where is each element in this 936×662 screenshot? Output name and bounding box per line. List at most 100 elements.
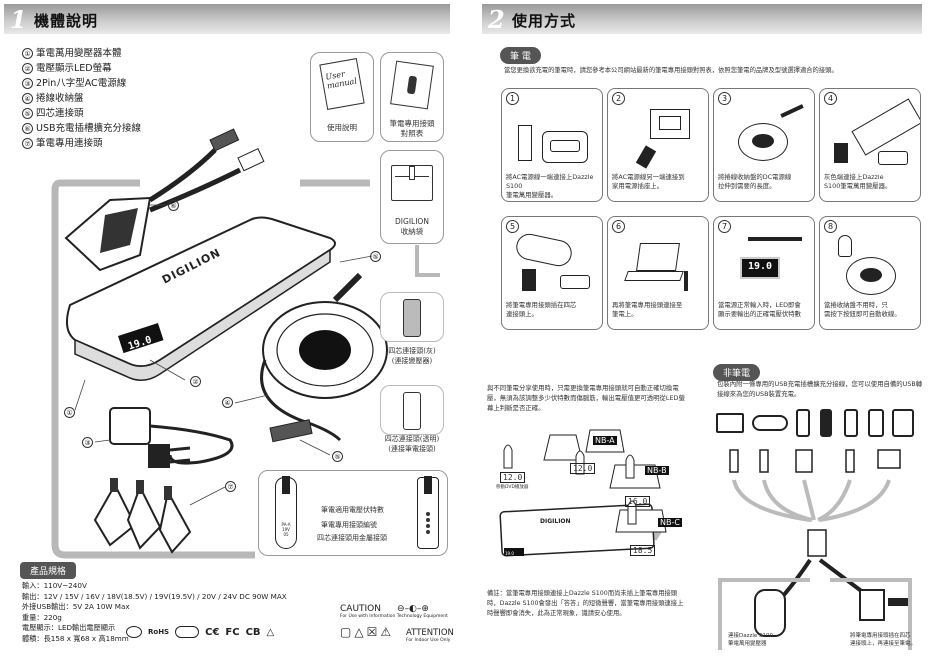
notebook-pill: 筆 電: [500, 47, 541, 64]
callout-1: ①: [64, 407, 75, 418]
step-8-illustration: [824, 235, 916, 299]
callout-7: ⑦: [225, 481, 236, 492]
led-display: [117, 323, 164, 354]
step-7-illustration: 19.0: [718, 235, 810, 299]
step-1-illustration: [506, 107, 598, 171]
tablet-icon: [892, 409, 914, 437]
cert-ce-icon: C€: [205, 626, 220, 638]
polarity-icon: ⊖–◐–⊕: [397, 604, 429, 614]
spec-item: 電壓顯示：LED輸出電壓顯示: [22, 623, 116, 632]
right-section-title: 使用方式: [512, 12, 577, 30]
caution-sub: For Use with Information Technology Equi…: [340, 614, 448, 619]
attention-sub: For Indoor Use Only: [406, 638, 451, 643]
nb-label-c: NB-C: [658, 518, 682, 527]
step-4-illustration: [824, 98, 920, 171]
step-3-illustration: [718, 104, 810, 171]
nb-label-b: NB-B: [645, 466, 669, 475]
right-title-bar: 2 使用方式: [482, 4, 922, 34]
cert-recycle-icon: △: [266, 626, 275, 638]
manual-caption: 使用說明: [327, 123, 357, 132]
step-panel-3: 3 將捲線收納盤的DC電源線 拉伸到需要的長度。: [713, 88, 815, 202]
cert-fc-icon: FC: [225, 626, 240, 638]
tip-label-volt: 筆電適用電壓伏特數: [321, 506, 384, 514]
dvd-label: 移動DVD播放器: [496, 485, 529, 490]
tip-label-metal: 四芯連接頭用金屬接頭: [317, 534, 387, 542]
step-panel-8: 8 當捲收納盤不用時，只 需按下按鈕即可自動收線。: [819, 216, 921, 330]
right-section-number: 2: [488, 5, 505, 34]
step-7-led-value: 19.0: [748, 261, 773, 272]
note-text: 備註：當筆電專用接頭連接上Dazzle S100而尚未插上筆電專用接頭時，Daz…: [487, 590, 684, 617]
spec-item: 體積：長158 x 寬68 x 高18mm: [22, 633, 129, 643]
cert-marks: RoHS C€ FC CB △: [126, 626, 274, 638]
step-5-illustration: [506, 231, 598, 299]
mini-usb-plug: [729, 449, 739, 473]
step-panel-4: 4 灰色端連接上Dazzle S100筆電萬用變壓器。: [819, 88, 921, 202]
ac-cord: [74, 204, 373, 554]
step-panel-5: 5 將筆電專用接頭插在四芯 連接頭上。: [501, 216, 603, 330]
callout-6: ⑥: [168, 200, 179, 211]
cable-reel: [74, 204, 388, 554]
callout-5b: ⑤: [332, 451, 343, 462]
left-section-number: 1: [10, 5, 27, 34]
phone-plug: [845, 449, 855, 473]
notebook-intro: 當您更換欲充電的筆電時，請您參考本公司網站最新的筆電專用接頭對照表，依照您筆電的…: [504, 67, 838, 74]
cert-cb-icon: CB: [245, 626, 261, 638]
callout-4: ④: [222, 397, 233, 408]
caution-title: CAUTION: [340, 604, 381, 614]
attention-title: ATTENTION: [406, 628, 454, 638]
step-panel-7: 7 19.0 當電源正常輸入時，LED即會 顯示要輸出的正確電壓伏特數: [713, 216, 815, 330]
connector-clear-icon: [403, 392, 421, 430]
step-panel-6: 6 再將筆電專用接頭連接至 筆電上。: [607, 216, 709, 330]
connector-clear-box: [380, 385, 444, 435]
spec-item: 重量：220g: [22, 612, 62, 622]
left-title-bar: 1 機體說明: [4, 4, 450, 34]
nokia-plug: [795, 449, 813, 473]
sharing-adapter-brand: DIGILION: [540, 518, 571, 525]
non-nb-pill: 非筆電: [713, 364, 761, 381]
tip-detail-box: PA-A 19V 05 筆電適用電壓伏特數 筆電專用接頭編號 四芯連接頭用金屬接…: [258, 470, 448, 556]
step-panel-2: 2 將AC電源線另一端連接到 家用電源插座上。: [607, 88, 709, 202]
connector-gray-icon: [403, 299, 421, 337]
callout-5a: ⑤: [370, 251, 381, 262]
bag-box: DIGILION 收納袋: [380, 150, 444, 244]
step-6-illustration: [612, 235, 704, 299]
volt-4: 18.5: [630, 545, 656, 556]
smartphone-icon: [844, 409, 858, 437]
gps-icon: [716, 413, 744, 433]
product-illustration: [51, 128, 440, 559]
connector-clear-label: 四芯連接頭(透明) (連接筆電接頭): [384, 435, 440, 453]
usb-split-cable: [64, 128, 388, 554]
frame-line: [51, 179, 255, 559]
callout-2: ②: [190, 376, 201, 387]
bag-illustration: [391, 165, 433, 201]
cert-bsmi-icon: [175, 626, 200, 638]
usb-plug: [807, 529, 827, 557]
spec-item: 輸出：12V / 15V / 16V / 18V(18.5V) / 19V(19…: [22, 591, 287, 601]
step-panel-1: 1 將AC電源線一端連接上Dazzle S100 筆電萬用變壓器。: [501, 88, 603, 202]
step-2-illustration: [612, 107, 704, 171]
micro-usb-plug: [759, 449, 769, 473]
chart-box: 筆電專用接頭 對照表: [380, 52, 444, 142]
spec-pill: 產品規格: [20, 562, 77, 579]
tip-print: PA-A 19V 05: [281, 522, 291, 537]
nb-label-a: NB-A: [593, 436, 617, 445]
spec-item: 外接USB輸出：5V 2A 10W Max: [22, 602, 130, 611]
volt-2: 12.0: [570, 463, 596, 474]
safety-icons: ▢△☒⚠: [340, 625, 395, 639]
phone-icon: [796, 409, 810, 437]
laptop-tips: [74, 204, 373, 554]
bag-caption: DIGILION 收納袋: [395, 217, 429, 236]
device-icons: [716, 409, 922, 439]
cert-ul-icon: [126, 626, 142, 638]
connector-gray-box: [380, 292, 444, 342]
usb-right-caption: 將筆電專用接頭插在四芯 連接頭上，再連接至筆電。: [850, 633, 917, 647]
connector-gray-label: 四芯連接頭(灰) (連接變壓器): [388, 347, 436, 365]
dock-plug: [877, 449, 901, 469]
